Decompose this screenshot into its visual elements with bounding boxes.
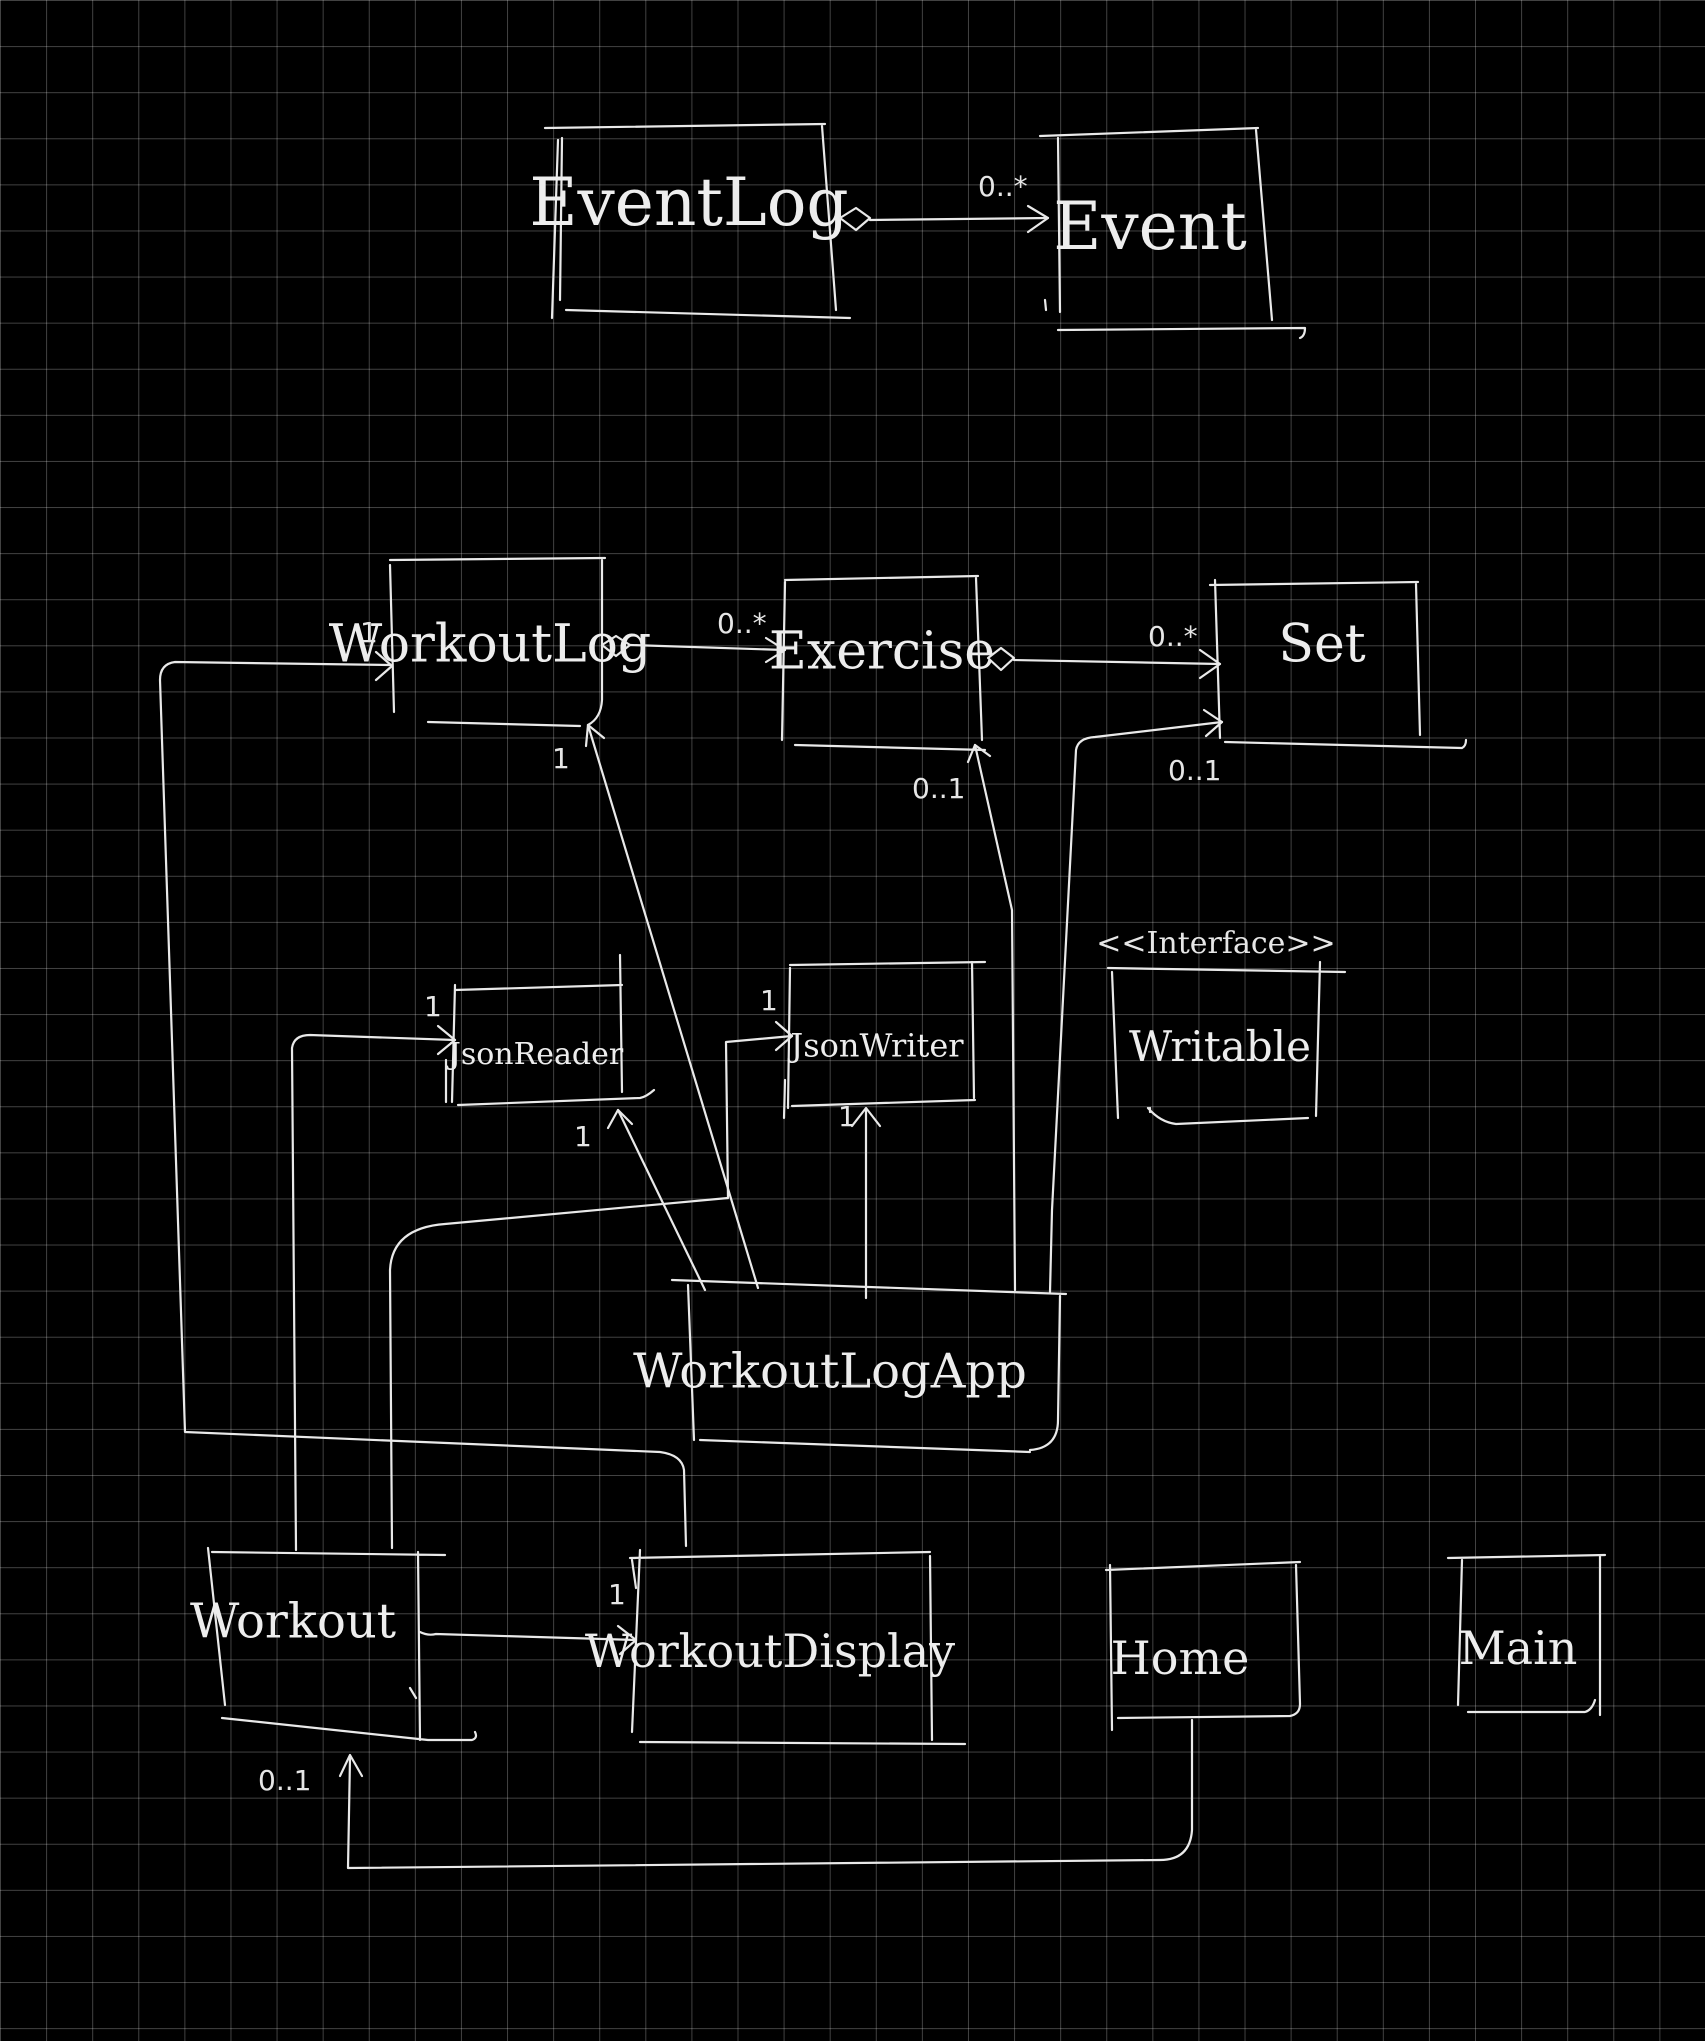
mult-jsonreader-bottom: 1 xyxy=(574,1120,592,1153)
class-name-workout: Workout xyxy=(190,1594,396,1650)
class-box-json-reader: JsonReader xyxy=(444,953,656,1107)
association-to-workout-log-left xyxy=(158,650,688,1548)
class-name-workout-log-app: WorkoutLogApp xyxy=(633,1344,1027,1400)
association-workout-to-json-reader xyxy=(290,1024,457,1552)
mult-exercise-set: 0..* xyxy=(1148,620,1198,653)
mult-eventlog-event: 0..* xyxy=(978,170,1028,203)
class-box-json-writer: JsonWriter xyxy=(782,960,987,1120)
aggregation-exercise-set xyxy=(986,646,1222,680)
mult-jsonreader-left: 1 xyxy=(424,990,442,1023)
association-app-to-set xyxy=(1048,708,1224,1294)
association-workout-to-json-writer xyxy=(388,1020,794,1550)
class-name-event: Event xyxy=(1053,188,1247,265)
mult-workout-display: 1 xyxy=(608,1578,626,1611)
class-name-writable: Writable xyxy=(1129,1022,1311,1071)
class-box-workout-log-app: WorkoutLogApp xyxy=(633,1278,1068,1454)
mult-app-set: 0..1 xyxy=(1168,754,1221,787)
class-box-workout: Workout xyxy=(190,1546,478,1742)
mult-app-workoutlog-left: 1 xyxy=(360,616,378,649)
class-name-exercise: Exercise xyxy=(769,622,995,682)
aggregation-eventlog-event xyxy=(838,204,1050,234)
class-box-main: Main xyxy=(1446,1553,1607,1717)
class-box-event-log: EventLog xyxy=(529,122,852,320)
association-workout-to-display xyxy=(418,1624,638,1656)
class-box-writable: <<Interface>> Writable xyxy=(1096,926,1347,1126)
class-box-set: Set xyxy=(1208,578,1468,750)
class-box-workout-display: WorkoutDisplay xyxy=(585,1548,967,1746)
class-name-main: Main xyxy=(1459,1621,1578,1675)
class-box-home: Home xyxy=(1104,1560,1302,1732)
aggregation-workoutlog-exercise xyxy=(600,634,787,664)
association-app-to-json-writer xyxy=(850,1106,882,1300)
association-app-to-exercise xyxy=(966,743,1017,1292)
mult-home-workout: 0..1 xyxy=(258,1764,311,1797)
mult-jsonwriter-left: 1 xyxy=(760,984,778,1017)
class-box-exercise: Exercise xyxy=(769,574,995,752)
class-name-json-writer: JsonWriter xyxy=(787,1027,964,1065)
class-name-event-log: EventLog xyxy=(529,164,848,241)
association-app-to-workout-log xyxy=(584,723,760,1290)
class-name-set: Set xyxy=(1278,615,1365,675)
association-home-to-workout xyxy=(338,1718,1194,1870)
stereotype-interface: <<Interface>> xyxy=(1096,926,1335,961)
mult-workoutlog-exercise: 0..* xyxy=(717,607,767,640)
class-box-event: Event xyxy=(1038,126,1307,340)
class-name-json-reader: JsonReader xyxy=(446,1037,624,1072)
mult-app-workoutlog-bottom: 1 xyxy=(552,742,570,775)
mult-app-exercise: 0..1 xyxy=(912,772,965,805)
association-app-to-json-reader xyxy=(606,1108,707,1292)
class-name-home: Home xyxy=(1111,1631,1250,1685)
class-name-workout-display: WorkoutDisplay xyxy=(585,1624,955,1678)
mult-jsonwriter-bottom: 1 xyxy=(838,1100,856,1133)
